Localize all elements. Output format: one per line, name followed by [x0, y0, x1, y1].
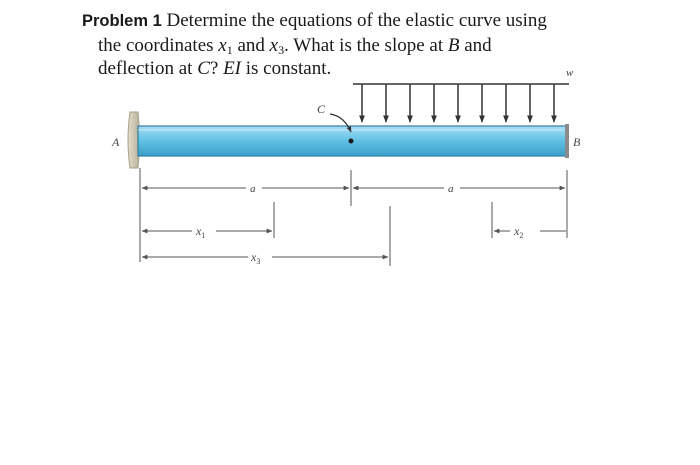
label-C: C [317, 102, 326, 116]
var-B: B [447, 34, 460, 56]
problem-line-3: deflection at C? EI is constant. [82, 57, 622, 81]
label-x2-sub: 2 [519, 231, 523, 240]
fixed-wall-support [127, 111, 140, 169]
problem-text-3c: is constant. [241, 58, 332, 79]
problem-text-2a: the coordinates [98, 34, 219, 56]
problem-label: Problem 1 [82, 12, 162, 30]
var-x1-sub: 1 [226, 42, 233, 57]
label-x3: x3 [250, 250, 260, 266]
problem-line-2: the coordinates x1 and x3. What is the s… [82, 34, 622, 58]
distributed-load-arrows [359, 84, 557, 123]
problem-text-3b: ? [209, 58, 224, 79]
label-A: A [111, 135, 120, 149]
label-w: w [566, 67, 574, 79]
label-B: B [573, 135, 581, 149]
label-a-left: a [250, 183, 256, 195]
var-x3-sub: 3 [278, 42, 285, 57]
label-a-right: a [448, 183, 454, 195]
problem-text-2b: and [232, 34, 270, 56]
problem-text-1: Determine the equations of the elastic c… [166, 10, 547, 31]
label-x1: x1 [195, 224, 205, 240]
label-x1-sub: 1 [201, 231, 205, 240]
label-x2-var: x [513, 224, 520, 238]
problem-statement: Problem 1 Determine the equations of the… [82, 9, 622, 81]
label-x3-sub: 3 [256, 257, 260, 266]
label-x1-var: x [195, 224, 202, 238]
label-x3-var: x [250, 250, 257, 264]
extension-lines [139, 168, 568, 266]
label-x2: x2 [513, 224, 523, 240]
var-x1: x [218, 34, 227, 56]
point-C-leader [329, 113, 352, 133]
point-C-dot [348, 138, 354, 144]
problem-text-3a: deflection at [98, 58, 198, 79]
var-C: C [197, 58, 210, 79]
support-B [565, 124, 569, 158]
var-x3: x [269, 34, 279, 56]
problem-text-2c: . What is the slope at [284, 34, 448, 56]
var-EI: EI [223, 58, 241, 79]
problem-text-2d: and [459, 34, 492, 56]
problem-line-1: Problem 1 Determine the equations of the… [82, 9, 622, 34]
